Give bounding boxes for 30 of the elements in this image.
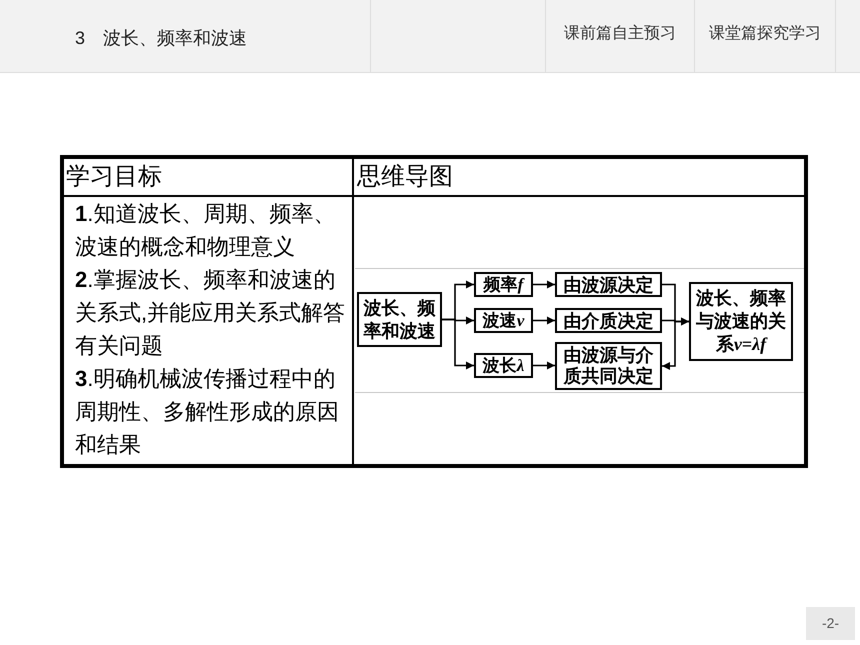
column-header: 思维导图 [357,162,453,192]
objective-text: 1.知道波长、周期、频率、波速的概念和物理意义 [75,200,336,261]
process-box [474,308,533,333]
arrow [533,362,555,370]
node-text: 波长λ [482,356,524,376]
node-text: 波速v [482,310,524,330]
node-text: 由波源决定 [564,274,654,294]
objective-text: 2.掌握波长、频率和波速的关系式,并能应用关系式解答有关问题 [75,266,346,360]
nav-tab: 课堂篇探究学习 [694,0,836,73]
page-title: 3 波长、频率和波速 [75,27,248,50]
arrow [533,316,555,324]
process-box [555,342,662,390]
node-text: 波长、频率和波速 [362,296,436,342]
node-text: 由介质决定 [564,310,654,330]
process-box [689,282,793,361]
process-box [474,353,533,378]
process-box [474,272,533,297]
process-box [357,292,442,347]
node-text: 频率f [484,274,524,294]
node-text: 波长、频率与波速的关系v=λf [694,287,787,356]
arrow [442,318,474,370]
node-text: 由波源与介质共同决定 [562,345,654,387]
process-box [555,272,662,297]
page-number: -2- [806,607,855,640]
process-box [555,308,662,333]
arrow [533,280,555,288]
objective-text: 3.明确机械波传播过程中的周期性、多解性形成的原因和结果 [75,365,340,459]
nav-tab: 课前篇自主预习 [545,0,694,73]
column-header: 学习目标 [66,162,162,192]
arrow [662,318,689,370]
